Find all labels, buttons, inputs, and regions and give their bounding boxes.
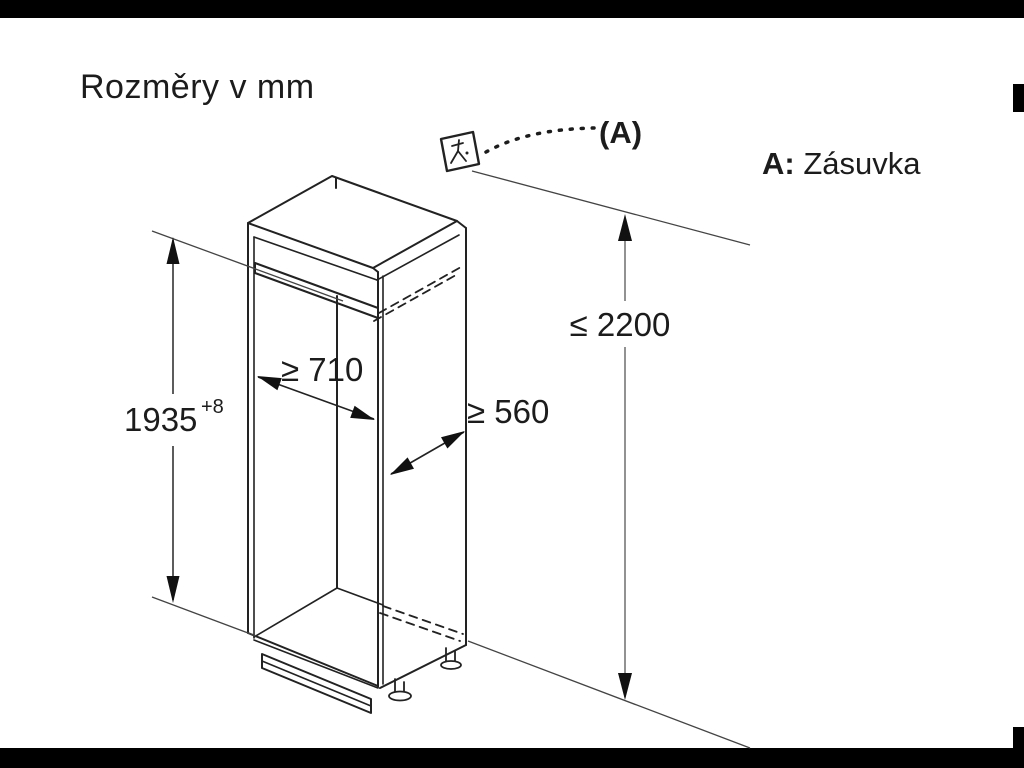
label-height-max: ≤ 2200 [570,306,671,343]
cabinet-floor-back-edge [336,587,384,606]
letterbox-bottom-bar [0,748,1024,768]
legend-value: Zásuvka [803,146,921,181]
hidden-floor-edge-1 [382,605,464,635]
socket-glyph-tick [451,142,464,147]
cabinet-top-inner-right-edge [376,234,460,281]
cabinet-floor-front-edge [253,639,379,689]
cabinet-right-front-corner [372,267,379,273]
extension-line-1935-top [151,230,344,302]
socket-glyph-leg-left [450,150,459,164]
label-niche-width: ≥ 710 [281,351,363,388]
hidden-floor-edge-2 [379,612,461,642]
page-title: Rozměry v mm [80,68,315,106]
callout-a-label: (A) [599,115,642,150]
arrow-1935-down [166,576,180,603]
arrow-2200-down [618,673,632,700]
socket-icon-glyph [450,139,469,164]
right-edge-mark-bottom [1013,727,1024,748]
socket-glyph-leg-right [457,150,467,162]
socket-glyph-stem [457,139,460,152]
plinth-recess-inner [261,660,372,707]
cabinet-top-right-step [456,220,467,229]
hidden-edges [373,266,464,642]
socket-icon [439,130,481,173]
arrow-710-left [257,376,282,391]
front-foot [388,678,412,702]
front-foot-plate [388,690,412,702]
callout-dotted-leader [484,126,596,154]
cabinet-front-rail-top [254,262,379,309]
cabinet-bottom-front-edge [247,632,379,687]
plinth-recess-frame [261,653,372,714]
right-edge-mark-top [1013,84,1024,112]
arrow-2200-up [618,214,632,241]
back-foot-plate [440,660,462,670]
arrow-710-right [350,405,375,420]
legend-key: A: [762,146,795,181]
arrow-1935-up [166,237,180,264]
hidden-ceiling-edge-1 [378,266,462,314]
cabinet-floor-left-edge [253,587,338,638]
label-niche-depth: ≥ 560 [467,393,549,430]
cabinet-drawing [247,175,467,714]
dimension-niche-height: 1935 +8 [124,230,344,637]
back-foot [440,647,462,670]
arrow-560-upper [441,431,465,449]
letterbox-top-bar [0,0,1024,18]
extension-line-socket [471,170,751,246]
hidden-ceiling-edge-2 [373,274,457,322]
label-niche-height-tolerance: +8 [201,396,224,418]
dimension-niche-depth: ≥ 560 [390,393,549,475]
cabinet-front-rail-bottom [254,272,379,319]
arrow-560-lower [390,457,414,475]
legend: A: Zásuvka [762,146,921,182]
dimension-height-max: ≤ 2200 [467,170,751,749]
extension-line-1935-bottom [151,596,257,637]
socket-callout: (A) [439,115,642,173]
socket-glyph-dot [465,151,469,155]
label-niche-height: 1935 [124,401,197,438]
dimension-niche-width: ≥ 710 [257,351,375,420]
extension-line-floor [467,640,751,749]
cabinet-top-inner-front-edge [253,236,378,281]
